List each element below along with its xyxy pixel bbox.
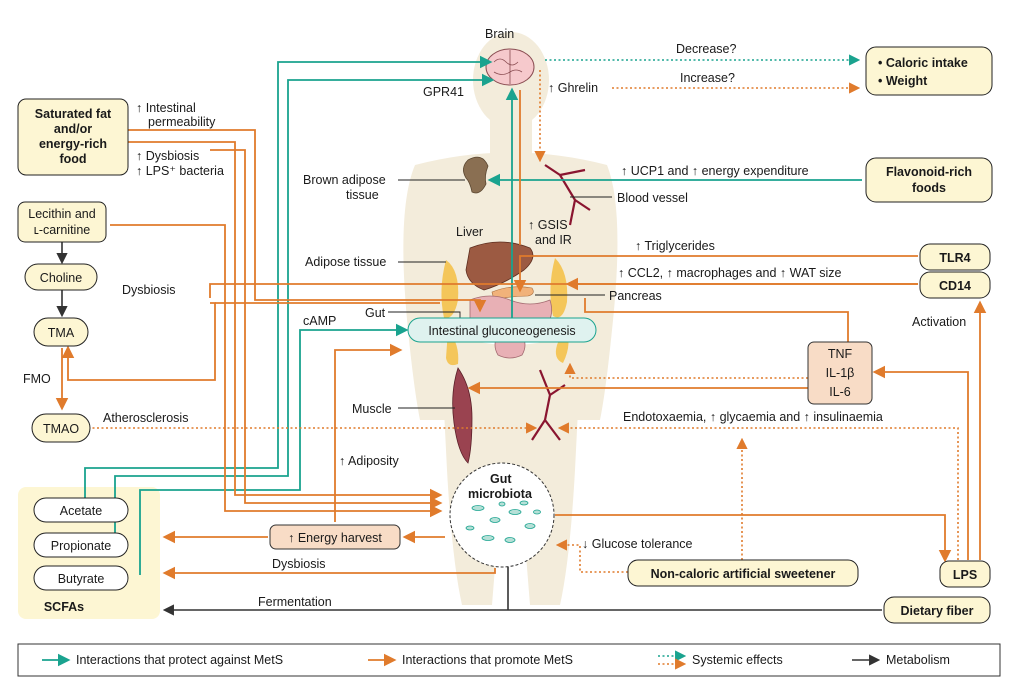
- endotoxaemia-label: Endotoxaemia, ↑ glycaemia and ↑ insulina…: [623, 410, 883, 424]
- acetate-box: [33, 497, 129, 523]
- activation-label: Activation: [912, 315, 966, 329]
- blood-vessel-label: Blood vessel: [617, 191, 688, 205]
- gut-microbiota-node: [449, 462, 555, 568]
- flavonoid-box: [865, 157, 993, 203]
- caloric-intake-label: • Caloric intake: [878, 56, 968, 70]
- choline-box: [24, 263, 98, 291]
- intestinal-perm-1: ↑ Intestinal: [136, 101, 196, 115]
- lecithin-line1: Lecithin and: [28, 207, 95, 221]
- glucose-tolerance-label: ↓ Glucose tolerance: [582, 537, 693, 551]
- cd14-label: CD14: [939, 279, 971, 293]
- dysbiosis-lps-2: ↑ LPS⁺ bacteria: [136, 164, 224, 178]
- sat-fat-line3: energy-rich: [39, 137, 107, 151]
- sat-fat-line1: Saturated fat: [35, 107, 112, 121]
- fermentation-label: Fermentation: [258, 595, 332, 609]
- gut-microbiota-label-2: microbiota: [468, 487, 533, 501]
- lps-box: [939, 560, 991, 588]
- lecithin-box: [17, 201, 107, 243]
- tlr4-label: TLR4: [939, 251, 970, 265]
- lps-label: LPS: [953, 568, 977, 582]
- ccl2-label: ↑ CCL2, ↑ macrophages and ↑ WAT size: [618, 266, 842, 280]
- legend-box: [17, 643, 1001, 677]
- brain-icon: [485, 48, 535, 86]
- butyrate-box: [33, 565, 129, 591]
- sat-fat-line2: and/or: [54, 122, 92, 136]
- acetate-label: Acetate: [60, 504, 102, 518]
- adiposity-label: ↑ Adiposity: [339, 454, 400, 468]
- butyrate-label: Butyrate: [58, 572, 105, 586]
- sat-fat-line4: food: [59, 152, 86, 166]
- tma-box: [33, 317, 89, 347]
- atherosclerosis-label: Atherosclerosis: [103, 411, 188, 425]
- legend-systemic-label: Systemic effects: [692, 653, 783, 667]
- brain-label: Brain: [485, 27, 514, 41]
- propionate-box: [33, 532, 129, 558]
- dietary-fiber-label: Dietary fiber: [901, 604, 974, 618]
- il6-label: IL-6: [829, 385, 851, 399]
- choline-label: Choline: [40, 271, 82, 285]
- pancreas-label: Pancreas: [609, 289, 662, 303]
- camp-label: cAMP: [303, 314, 336, 328]
- brown-adipose-label-1: Brown adipose: [303, 173, 386, 187]
- legend-metabolism-label: Metabolism: [886, 653, 950, 667]
- tmao-box: [31, 413, 91, 443]
- tlr4-box: [919, 243, 991, 271]
- cytokines-box: [807, 341, 873, 405]
- dietary-fiber-box: [883, 596, 991, 624]
- caloric-weight-box: [865, 46, 993, 96]
- brown-adipose-label-2: tissue: [346, 188, 379, 202]
- saturated-fat-box: [17, 98, 129, 176]
- ghrelin-label: ↑ Ghrelin: [548, 81, 598, 95]
- nas-label: Non-caloric artificial sweetener: [651, 567, 836, 581]
- dysbiosis-lps-1: ↑ Dysbiosis: [136, 149, 199, 163]
- lecithin-line2: ʟ-carnitine: [34, 223, 91, 237]
- gut-microbiota-label-1: Gut: [490, 472, 512, 486]
- cd14-box: [919, 271, 991, 299]
- legend-protect-label: Interactions that protect against MetS: [76, 653, 283, 667]
- blood-vessel-icon: [544, 164, 591, 226]
- intestinal-gluconeogenesis-box: [407, 317, 597, 343]
- adipose-right-icon: [550, 258, 568, 318]
- dysbiosis-label-2: Dysbiosis: [272, 557, 326, 571]
- propionate-label: Propionate: [51, 539, 112, 553]
- increase-label: Increase?: [680, 71, 735, 85]
- intestinal-perm-2: permeability: [148, 115, 216, 129]
- liver-label: Liver: [456, 225, 483, 239]
- blood-vessel-lower-icon: [531, 369, 566, 441]
- weight-label: • Weight: [878, 74, 928, 88]
- gsis-label-2: and IR: [535, 233, 572, 247]
- ucp1-label: ↑ UCP1 and ↑ energy expenditure: [621, 164, 809, 178]
- muscle-label: Muscle: [352, 402, 392, 416]
- intestinal-gluconeogenesis-label: Intestinal gluconeogenesis: [428, 324, 575, 338]
- scfas-label: SCFAs: [44, 600, 84, 614]
- gpr41-label: GPR41: [423, 85, 464, 99]
- fmo-label: FMO: [23, 372, 51, 386]
- muscle-icon: [452, 367, 473, 464]
- tma-label: TMA: [48, 326, 75, 340]
- legend-promote-label: Interactions that promote MetS: [402, 653, 573, 667]
- dysbiosis-label-1: Dysbiosis: [122, 283, 176, 297]
- energy-harvest-label: ↑ Energy harvest: [288, 531, 382, 545]
- il1b-label: IL-1β: [826, 366, 855, 380]
- adipose-tissue-label: Adipose tissue: [305, 255, 386, 269]
- nas-box: [627, 559, 859, 587]
- flavonoid-line2: foods: [912, 181, 946, 195]
- decrease-label: Decrease?: [676, 42, 736, 56]
- tnf-label: TNF: [828, 347, 853, 361]
- brown-adipose-icon: [463, 156, 489, 194]
- adipose-left-icon: [441, 260, 459, 319]
- tmao-label: TMAO: [43, 422, 79, 436]
- energy-harvest-box: [269, 524, 401, 550]
- gut-label: Gut: [365, 306, 386, 320]
- triglycerides-label: ↑ Triglycerides: [635, 239, 715, 253]
- flavonoid-line1: Flavonoid-rich: [886, 165, 972, 179]
- gsis-label-1: ↑ GSIS: [528, 218, 568, 232]
